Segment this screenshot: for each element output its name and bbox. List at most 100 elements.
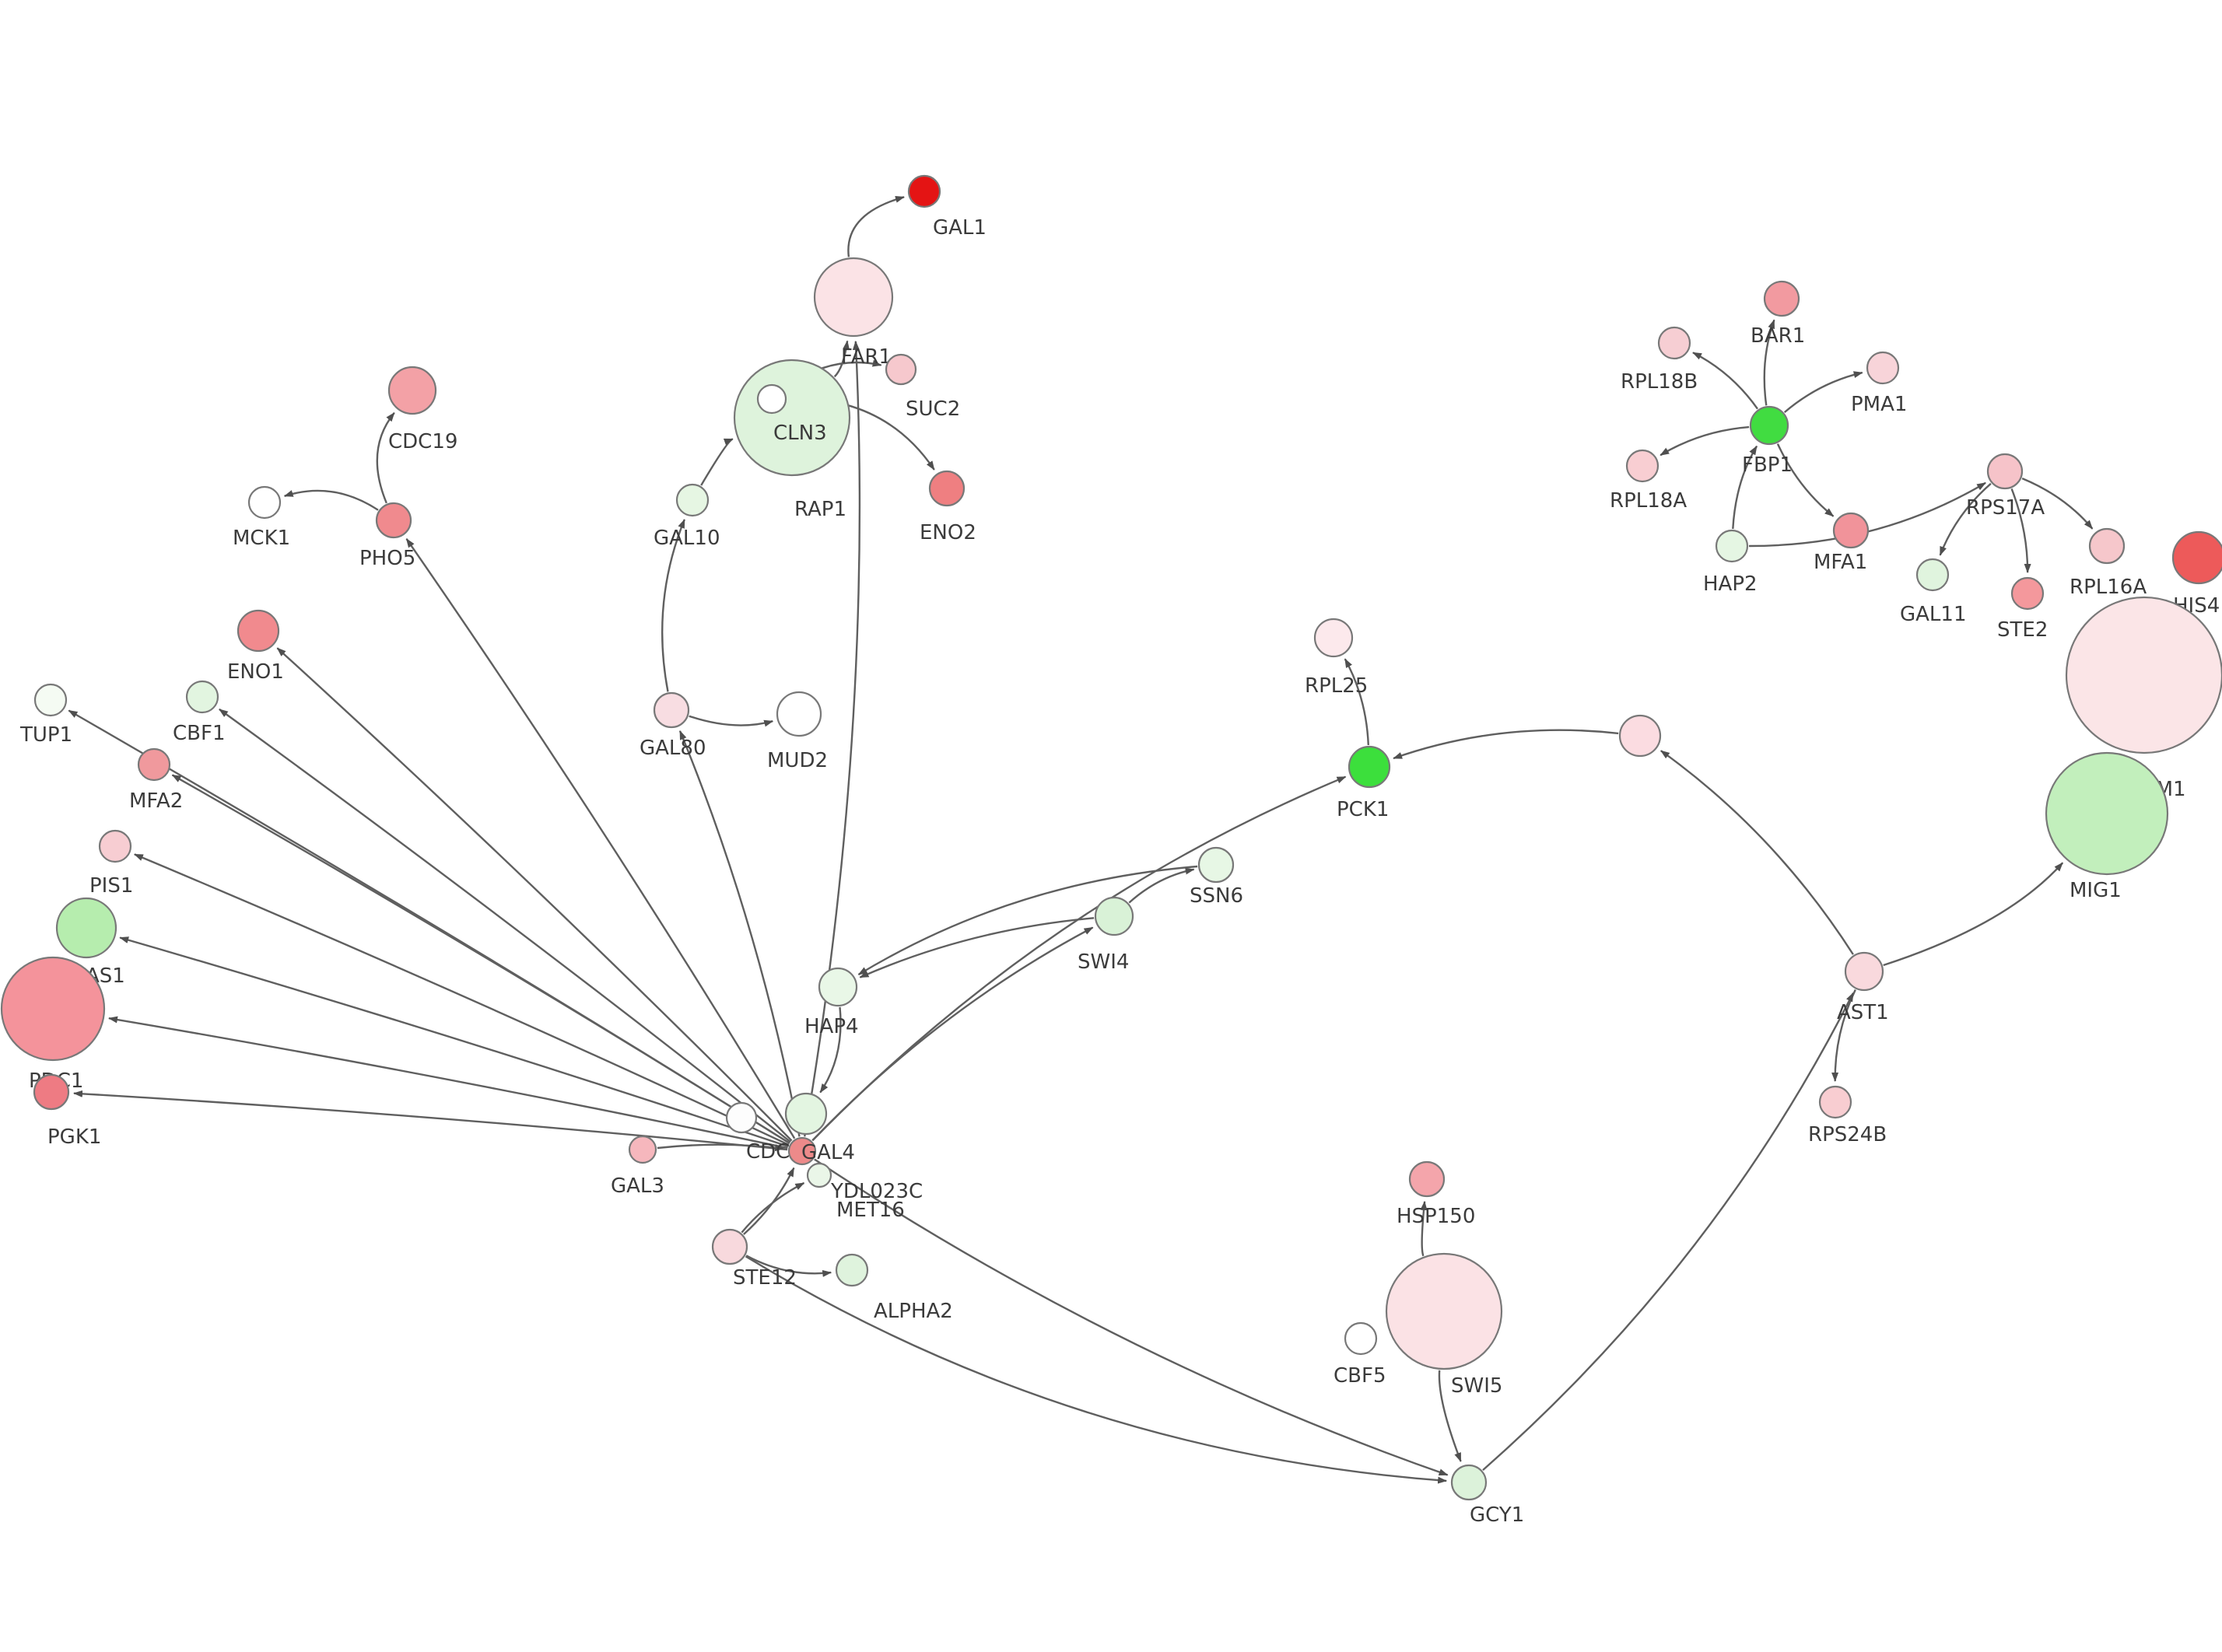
edge-rps17a-gal11[interactable]	[1939, 482, 1992, 556]
node-MFA1[interactable]	[1832, 512, 1870, 549]
node-FAR1[interactable]	[813, 257, 894, 338]
node-STE2[interactable]	[2010, 576, 2045, 611]
node-RPS17A[interactable]	[1986, 453, 2024, 490]
edge-ste12-alpha2[interactable]	[745, 1255, 832, 1277]
edge-ste12-met16[interactable]	[741, 1181, 805, 1234]
node-MIG1[interactable]	[2045, 751, 2169, 876]
edge-swi4-hap4[interactable]	[859, 917, 1095, 978]
node-PDC1[interactable]	[0, 956, 106, 1062]
edge-pho5-mck1[interactable]	[283, 489, 379, 511]
edge-swi5-gcy1[interactable]	[1438, 1370, 1462, 1462]
edge-gal10-cln3[interactable]	[700, 438, 734, 486]
node-ENO1[interactable]	[237, 609, 280, 653]
node-group-met16: MET16	[806, 1162, 905, 1222]
node-BAR1[interactable]	[1763, 280, 1800, 317]
node-HAP4[interactable]	[818, 967, 858, 1007]
node-GAL80[interactable]	[653, 691, 690, 729]
node-CLN3[interactable]	[733, 359, 851, 477]
node-RPL16A[interactable]	[2088, 527, 2126, 565]
node-RAP1[interactable]	[756, 383, 787, 415]
edge-gal4-gal80[interactable]	[678, 730, 801, 1137]
edge-rps17a-ste2[interactable]	[2010, 488, 2031, 573]
node-PMA1[interactable]	[1866, 351, 1900, 385]
node-GAL3[interactable]	[628, 1135, 657, 1164]
edge-pho5-cdc19[interactable]	[376, 412, 395, 504]
edge-gal4-ras1[interactable]	[119, 936, 789, 1148]
node-PGK1[interactable]	[33, 1073, 70, 1111]
node-RPL18B[interactable]	[1657, 326, 1691, 360]
node-RAS1[interactable]	[55, 897, 117, 959]
node-YDL023C[interactable]	[784, 1092, 828, 1136]
node-RPL18A[interactable]	[1625, 449, 1659, 483]
edge-gal4-cbf1[interactable]	[219, 708, 791, 1143]
node-PIS1[interactable]	[98, 829, 132, 863]
node-SUC2[interactable]	[885, 353, 917, 386]
edge-gal4-mfa2[interactable]	[171, 774, 790, 1144]
node-ENO2[interactable]	[928, 470, 966, 507]
edge-gal4-far1[interactable]	[804, 340, 861, 1137]
node-GAL10[interactable]	[675, 483, 710, 517]
edge-gal3-gal4[interactable]	[657, 1143, 785, 1152]
edge-gal4-eno1[interactable]	[276, 647, 793, 1142]
edge-ast1-unk1[interactable]	[1659, 750, 1854, 955]
edge-gal4-pck1[interactable]	[811, 775, 1347, 1142]
edge-gal4-pdc1[interactable]	[108, 1016, 788, 1150]
node-SWI4[interactable]	[1094, 896, 1134, 936]
edge-fbp1-pma1[interactable]	[1783, 371, 1863, 414]
node-MCM1[interactable]	[2065, 596, 2222, 754]
node-MFA2[interactable]	[137, 747, 171, 782]
node-STE12[interactable]	[711, 1228, 748, 1265]
node-MET16[interactable]	[806, 1162, 832, 1188]
edge-ast1-mig1[interactable]	[1883, 862, 2064, 967]
node-PHO5[interactable]	[375, 502, 412, 539]
edge-far1-gal1[interactable]	[847, 195, 905, 257]
edge-fbp1-mfa1[interactable]	[1776, 443, 1835, 517]
node-SSN6[interactable]	[1197, 846, 1235, 884]
node-GAL1[interactable]	[907, 174, 941, 208]
node-CBF1[interactable]	[185, 680, 219, 714]
node-unk1[interactable]	[1618, 714, 1662, 758]
node-HSP150[interactable]	[1408, 1160, 1446, 1198]
node-PCK1[interactable]	[1348, 745, 1391, 789]
node-HAP2[interactable]	[1715, 529, 1749, 563]
node-CDC6[interactable]	[725, 1101, 758, 1134]
edge-gcy1-ast1[interactable]	[1482, 992, 1855, 1472]
edge-gal4-pgk1[interactable]	[73, 1090, 788, 1151]
node-RPL25[interactable]	[1313, 618, 1354, 658]
edge-ste12-gal4[interactable]	[743, 1167, 795, 1235]
edge-hap2-fbp1[interactable]	[1732, 445, 1758, 530]
edge-ssn6-hap4[interactable]	[857, 865, 1198, 976]
node-CBF5[interactable]	[1344, 1321, 1378, 1356]
edge-gal80-gal10[interactable]	[661, 519, 685, 692]
edge-rps17a-rpl16a[interactable]	[2021, 477, 2094, 530]
edge-gal4-tup1[interactable]	[68, 709, 790, 1144]
edge-pck1-rpl25[interactable]	[1344, 658, 1369, 746]
edge-fbp1-rpl18b[interactable]	[1692, 352, 1758, 410]
edge-hap4-ydl023c[interactable]	[819, 1006, 842, 1094]
edge-gal80-mud2[interactable]	[689, 715, 774, 727]
edge-gal4-pho5[interactable]	[405, 537, 796, 1139]
node-GAL4[interactable]	[787, 1136, 817, 1166]
node-SWI5[interactable]	[1385, 1252, 1503, 1370]
node-RPS24B[interactable]	[1818, 1085, 1852, 1119]
node-MUD2[interactable]	[776, 691, 822, 737]
node-GCY1[interactable]	[1450, 1464, 1488, 1501]
node-GAL11[interactable]	[1915, 558, 1950, 592]
node-TUP1[interactable]	[33, 683, 68, 717]
node-label-YDL023C: YDL023C	[830, 1180, 923, 1203]
node-ALPHA2[interactable]	[835, 1253, 869, 1287]
edge-fbp1-bar1[interactable]	[1763, 319, 1775, 406]
edge-swi5-hsp150[interactable]	[1420, 1200, 1428, 1257]
edge-gal4-pis1[interactable]	[133, 853, 790, 1146]
node-CDC19[interactable]	[387, 366, 437, 415]
edge-ste12-gcy1[interactable]	[745, 1255, 1448, 1484]
edge-hap2-rps17a[interactable]	[1748, 481, 1986, 548]
node-MCK1[interactable]	[247, 485, 282, 520]
edge-gal4-gcy1[interactable]	[814, 1158, 1449, 1476]
node-HIS4[interactable]	[2171, 530, 2222, 585]
node-AST1[interactable]	[1844, 951, 1884, 992]
edge-swi4-ssn6[interactable]	[1128, 867, 1195, 904]
edge-unk1-pck1[interactable]	[1393, 729, 1619, 760]
edge-fbp1-rpl18a[interactable]	[1659, 425, 1750, 457]
node-FBP1[interactable]	[1749, 405, 1789, 446]
